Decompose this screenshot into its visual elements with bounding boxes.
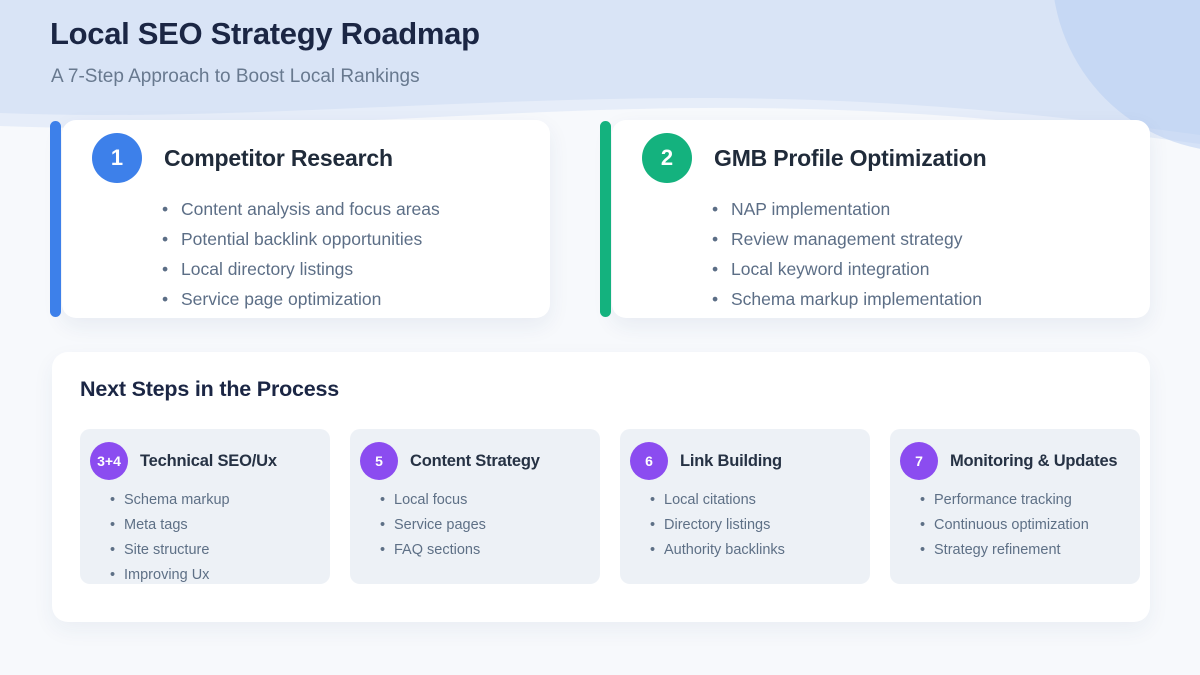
bullet-item: Directory listings (650, 513, 862, 538)
page-subtitle: A 7-Step Approach to Boost Local Ranking… (51, 66, 420, 87)
bullet-item: NAP implementation (712, 194, 1136, 224)
mini-card-header: 7 Monitoring & Updates (890, 429, 1140, 480)
step-number-badge: 2 (642, 133, 692, 183)
step-number-badge: 1 (92, 133, 142, 183)
mini-card-title: Monitoring & Updates (950, 451, 1118, 470)
bullet-item: Service page optimization (162, 284, 536, 314)
bullet-item: Continuous optimization (920, 513, 1132, 538)
page-title: Local SEO Strategy Roadmap (50, 16, 480, 51)
bullet-item: Improving Ux (110, 563, 322, 588)
step-number-badge: 3+4 (90, 442, 128, 480)
mini-card-header: 5 Content Strategy (350, 429, 600, 480)
card-bullet-list: NAP implementation Review management str… (612, 194, 1150, 314)
bullet-item: Local focus (380, 488, 592, 513)
bullet-item: Strategy refinement (920, 538, 1132, 563)
mini-bullet-list: Local focus Service pages FAQ sections (350, 488, 600, 563)
card-accent-bar (600, 121, 611, 317)
step-card-gmb-profile-optimization: 2 GMB Profile Optimization NAP implement… (600, 120, 1150, 318)
next-steps-grid: 3+4 Technical SEO/Ux Schema markup Meta … (80, 429, 1140, 588)
bullet-item: Service pages (380, 513, 592, 538)
card-title: Competitor Research (164, 144, 393, 171)
mini-card-title: Technical SEO/Ux (140, 451, 277, 470)
bullet-item: Local citations (650, 488, 862, 513)
mini-card-link-building: 6 Link Building Local citations Director… (620, 429, 870, 584)
step-number-badge: 6 (630, 442, 668, 480)
mini-card-monitoring-updates: 7 Monitoring & Updates Performance track… (890, 429, 1140, 584)
bullet-item: Review management strategy (712, 224, 1136, 254)
mini-card-title: Link Building (680, 451, 782, 470)
bullet-item: Local directory listings (162, 254, 536, 284)
card-header: 1 Competitor Research (62, 120, 550, 183)
mini-bullet-list: Local citations Directory listings Autho… (620, 488, 870, 563)
step-number-badge: 7 (900, 442, 938, 480)
mini-card-technical-seo: 3+4 Technical SEO/Ux Schema markup Meta … (80, 429, 330, 588)
bullet-item: Schema markup (110, 488, 322, 513)
step-card-competitor-research: 1 Competitor Research Content analysis a… (50, 120, 550, 318)
mini-card-title: Content Strategy (410, 451, 540, 470)
bullet-item: Potential backlink opportunities (162, 224, 536, 254)
bullet-item: Content analysis and focus areas (162, 194, 536, 224)
card-title: GMB Profile Optimization (714, 144, 987, 171)
next-steps-heading: Next Steps in the Process (80, 377, 340, 401)
header-background-band (0, 0, 1200, 96)
bullet-item: FAQ sections (380, 538, 592, 563)
mini-card-header: 3+4 Technical SEO/Ux (80, 429, 330, 480)
bullet-item: Schema markup implementation (712, 284, 1136, 314)
step-number-badge: 5 (360, 442, 398, 480)
mini-card-content-strategy: 5 Content Strategy Local focus Service p… (350, 429, 600, 584)
bullet-item: Authority backlinks (650, 538, 862, 563)
header-wave-shape (0, 96, 1200, 144)
mini-bullet-list: Performance tracking Continuous optimiza… (890, 488, 1140, 563)
mini-bullet-list: Schema markup Meta tags Site structure I… (80, 488, 330, 588)
card-bullet-list: Content analysis and focus areas Potenti… (62, 194, 550, 314)
card-header: 2 GMB Profile Optimization (612, 120, 1150, 183)
bullet-item: Performance tracking (920, 488, 1132, 513)
next-steps-panel: Next Steps in the Process 3+4 Technical … (52, 352, 1150, 622)
card-accent-bar (50, 121, 61, 317)
bullet-item: Site structure (110, 538, 322, 563)
bullet-item: Local keyword integration (712, 254, 1136, 284)
mini-card-header: 6 Link Building (620, 429, 870, 480)
bullet-item: Meta tags (110, 513, 322, 538)
